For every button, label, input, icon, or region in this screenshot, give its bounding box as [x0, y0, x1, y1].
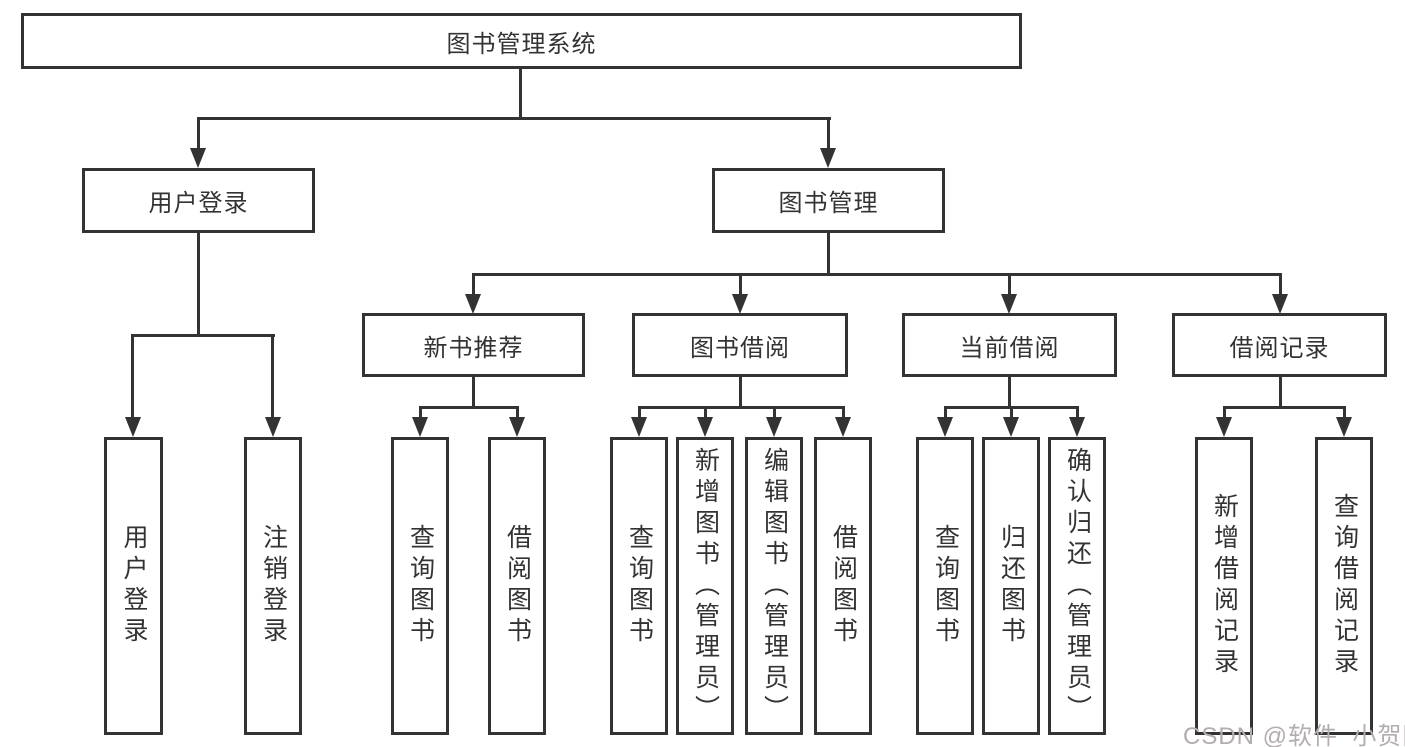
node-label: 借阅记录	[1229, 334, 1330, 362]
node-current-borrow: 当前借阅	[902, 313, 1117, 377]
node-label: 图书管理	[778, 190, 879, 217]
leaf-label: 确认归还（管理员）	[1063, 446, 1092, 726]
leaf-label: 归还图书	[997, 524, 1026, 648]
arrowhead-icon	[697, 417, 713, 437]
arrowhead-icon	[509, 417, 525, 437]
connector-leaf	[638, 406, 641, 419]
arrowhead-user-login-icon	[190, 148, 206, 168]
connector-book-borrow-split	[638, 406, 844, 409]
node-label: 当前借阅	[959, 334, 1060, 362]
leaf-label: 新增图书（管理员）	[691, 446, 720, 726]
node-label: 新书推荐	[423, 334, 524, 362]
arrowhead-new-book-icon	[465, 294, 481, 314]
connector-book-mgmt-split	[472, 273, 1282, 276]
connector-to-user-login	[197, 117, 200, 152]
connector-leaf	[1343, 406, 1346, 419]
node-label: 图书借阅	[690, 334, 790, 362]
connector-leaf	[704, 406, 707, 419]
leaf-label: 新增借阅记录	[1210, 493, 1239, 679]
connector-to-new-book	[472, 273, 475, 296]
leaf-add-borrow-record: 新增借阅记录	[1195, 437, 1253, 735]
connector-leaf	[1076, 406, 1079, 419]
connector-current-borrow-stem	[1008, 377, 1011, 409]
arrowhead-icon	[1069, 417, 1085, 437]
connector-root-split	[197, 117, 831, 120]
connector-leaf	[944, 406, 947, 419]
arrowhead-icon	[937, 417, 953, 437]
connector-to-book-mgmt	[827, 117, 830, 152]
connector-to-borrow-record	[1279, 273, 1282, 296]
node-borrow-record: 借阅记录	[1172, 313, 1387, 377]
arrowhead-book-mgmt-icon	[820, 148, 836, 168]
node-label: 用户登录	[148, 190, 249, 217]
leaf-query-book-recommend: 查询图书	[391, 437, 449, 735]
arrowhead-icon	[835, 417, 851, 437]
arrowhead-leaf-logout-icon	[265, 417, 281, 437]
connector-leaf	[516, 406, 519, 419]
leaf-borrow-book-recommend: 借阅图书	[488, 437, 546, 735]
arrowhead-icon	[1216, 417, 1232, 437]
leaf-label: 查询图书	[406, 524, 435, 648]
leaf-label: 借阅图书	[503, 524, 532, 648]
arrowhead-icon	[412, 417, 428, 437]
node-book-borrow: 图书借阅	[632, 313, 848, 377]
leaf-user-login: 用户登录	[104, 437, 163, 735]
leaf-label: 查询图书	[931, 524, 960, 648]
arrowhead-icon	[631, 417, 647, 437]
arrowhead-icon	[766, 417, 782, 437]
connector-new-book-split	[419, 406, 519, 409]
node-book-management: 图书管理	[712, 168, 945, 233]
leaf-add-book-admin: 新增图书（管理员）	[676, 437, 734, 735]
connector-to-book-borrow	[739, 273, 742, 296]
connector-to-leaf-login	[131, 334, 134, 419]
connector-borrow-record-stem	[1279, 377, 1282, 409]
arrowhead-leaf-login-icon	[125, 417, 141, 437]
node-user-login: 用户登录	[82, 168, 315, 233]
leaf-label: 注销登录	[259, 524, 288, 648]
connector-user-login-stem	[197, 233, 200, 336]
connector-leaf	[419, 406, 422, 419]
arrowhead-borrow-record-icon	[1272, 294, 1288, 314]
leaf-borrow-book: 借阅图书	[814, 437, 872, 735]
node-library-management-system: 图书管理系统	[21, 13, 1022, 69]
connector-user-login-split	[132, 334, 275, 337]
arrowhead-icon	[1003, 417, 1019, 437]
arrowhead-icon	[1336, 417, 1352, 437]
leaf-label: 编辑图书（管理员）	[760, 446, 789, 726]
leaf-label: 查询借阅记录	[1330, 493, 1359, 679]
connector-leaf	[1010, 406, 1013, 419]
connector-leaf	[842, 406, 845, 419]
leaf-confirm-return-admin: 确认归还（管理员）	[1048, 437, 1106, 735]
leaf-label: 用户登录	[120, 524, 148, 648]
connector-borrow-record-split	[1223, 406, 1345, 409]
leaf-label: 借阅图书	[829, 524, 858, 648]
connector-leaf	[773, 406, 776, 419]
node-label: 图书管理系统	[446, 30, 597, 58]
connector-new-book-stem	[472, 377, 475, 409]
leaf-return-book: 归还图书	[982, 437, 1040, 735]
arrowhead-book-borrow-icon	[732, 294, 748, 314]
csdn-watermark: CSDN @软件_小贺同学	[1183, 723, 1405, 747]
leaf-label: 查询图书	[625, 524, 654, 648]
leaf-logout: 注销登录	[244, 437, 302, 735]
connector-book-borrow-stem	[739, 377, 742, 409]
connector-book-mgmt-stem	[827, 233, 830, 276]
leaf-query-book-current: 查询图书	[916, 437, 974, 735]
leaf-query-borrow-record: 查询借阅记录	[1315, 437, 1373, 735]
leaf-query-book-borrow: 查询图书	[610, 437, 668, 735]
connector-to-current-borrow	[1008, 273, 1011, 296]
connector-leaf	[1223, 406, 1226, 419]
leaf-edit-book-admin: 编辑图书（管理员）	[745, 437, 803, 735]
connector-to-leaf-logout	[271, 334, 274, 419]
arrowhead-current-borrow-icon	[1001, 294, 1017, 314]
connector-root-stem	[519, 69, 522, 118]
node-new-book-recommend: 新书推荐	[362, 313, 585, 377]
